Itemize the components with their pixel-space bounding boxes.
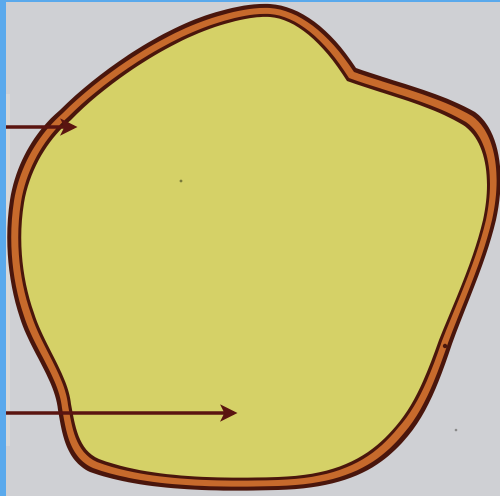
background-speck [455, 429, 458, 432]
cell-speck [180, 180, 183, 183]
membrane-dot [358, 70, 362, 74]
membrane-dot [443, 344, 447, 348]
